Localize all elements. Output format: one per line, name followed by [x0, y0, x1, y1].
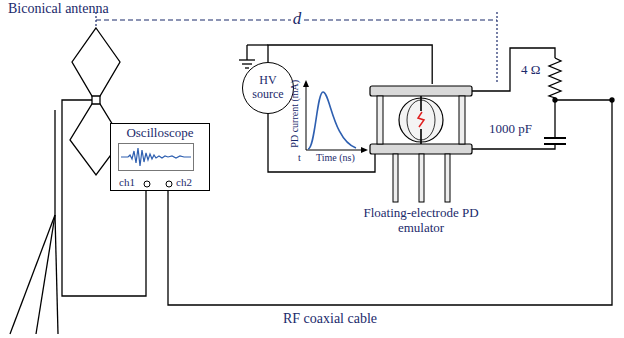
device-label: Floating-electrode PD emulator [355, 206, 487, 236]
junction-dot [553, 98, 557, 102]
y-axis [306, 84, 307, 150]
tripod-mast [54, 110, 55, 215]
ground-electrode [420, 129, 422, 144]
cable-label: RF coaxial cable [283, 311, 377, 327]
discharge-spark [418, 112, 424, 127]
measuring-circuit [472, 48, 614, 149]
capacitor-symbol [544, 137, 566, 139]
tripod-stand [10, 110, 58, 334]
emulator-illustration [355, 84, 487, 204]
axis-label: Time (ns) [316, 152, 355, 164]
support-post [459, 96, 465, 144]
circuit-wire [472, 144, 555, 149]
pd-emulator: Floating-electrode PD emulator [355, 84, 487, 238]
ground-symbol [242, 63, 252, 64]
circuit-wire [555, 99, 612, 100]
source-label: HV source [247, 74, 289, 102]
junction-dot [610, 98, 614, 102]
support-leg [393, 154, 398, 202]
hv-source-circle: HV source [242, 62, 294, 114]
distance-symbol: d [291, 9, 304, 29]
scope-display [118, 143, 194, 171]
capacitor-value: 1000 pF [489, 122, 532, 137]
ground-wire [247, 44, 268, 45]
channel-port [144, 181, 150, 187]
axis-arrow [303, 80, 309, 87]
hv-wire [268, 45, 432, 84]
axis-arrow [361, 147, 368, 153]
device-title: Oscilloscope [111, 126, 209, 141]
ground-wire [246, 45, 247, 60]
pulse-curve [308, 92, 356, 149]
ground-symbol [245, 67, 249, 68]
signal-cables [62, 100, 612, 305]
channel-label: ch1 [119, 176, 135, 189]
hv-wiring [239, 45, 375, 172]
pd-pulse-inset [303, 80, 368, 153]
support-post [377, 96, 383, 144]
scope-waveform [121, 148, 191, 166]
resistor-symbol [549, 58, 561, 100]
axis-label: PD current (mA) [289, 80, 301, 148]
tripod-leg [55, 215, 58, 334]
bottom-plate [370, 144, 472, 154]
circuit-wire [554, 100, 555, 138]
x-axis [306, 150, 364, 151]
resistor-value: 4 Ω [521, 63, 540, 78]
tripod-leg [10, 215, 55, 334]
antenna-label: Biconical antenna [8, 1, 109, 17]
dimension-tick [496, 12, 497, 84]
axis-label: t [298, 152, 301, 164]
coaxial-cable [168, 100, 612, 305]
support-leg [419, 154, 424, 202]
tripod-leg [36, 215, 55, 334]
oscilloscope-box: Oscilloscope ch1 ch2 [110, 123, 210, 191]
scope-screen [119, 144, 194, 171]
hv-electrode [420, 96, 422, 111]
ground-symbol [239, 59, 255, 60]
antenna-feed [99, 96, 100, 104]
circuit-wire [472, 48, 555, 91]
channel-port [166, 181, 172, 187]
hv-return-wire [268, 112, 375, 172]
antenna-upper-cone [72, 28, 120, 96]
top-plate [370, 86, 472, 96]
support-leg [445, 154, 450, 202]
channel-label: ch2 [176, 176, 192, 189]
